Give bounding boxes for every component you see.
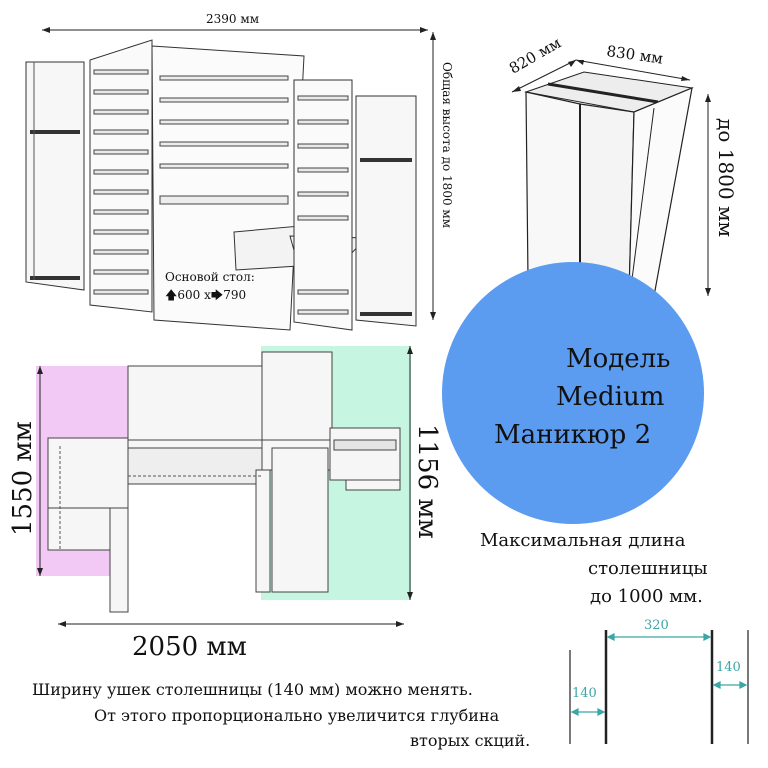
plan-width-label: 2050 мм	[132, 632, 247, 662]
arrow-right-icon: 🡆	[210, 288, 224, 302]
desk-width-label: 790	[223, 288, 247, 302]
ears-note-line-2: От этого пропорционально увеличится глуб…	[94, 706, 500, 725]
ears-note-line-1: Ширину ушек столешницы (140 мм) можно ме…	[32, 680, 473, 699]
ears-note-line-3: вторых скций.	[410, 731, 531, 750]
max-length-line-2: столешницы	[588, 558, 708, 579]
arrow-up-icon: 🡅	[165, 288, 178, 302]
desk-depth-label: 600 х	[177, 288, 211, 302]
model-line-2: Medium	[556, 382, 665, 412]
max-length-line-3: до 1000 мм.	[590, 586, 703, 607]
desk-label-title: Основой стол:	[165, 270, 255, 284]
ear-left-label: 140	[572, 686, 597, 701]
model-line-3: Маникюр 2	[494, 420, 652, 450]
desk-size-line: 🡅600 х🡆790	[165, 286, 246, 307]
ear-right-label: 140	[716, 660, 741, 675]
ear-center-label: 320	[644, 618, 669, 633]
model-circle	[442, 262, 704, 524]
max-length-line-1: Максимальная длина	[480, 530, 686, 551]
front-width-label: 2390 мм	[206, 12, 260, 26]
model-line-1: Модель	[566, 344, 671, 374]
